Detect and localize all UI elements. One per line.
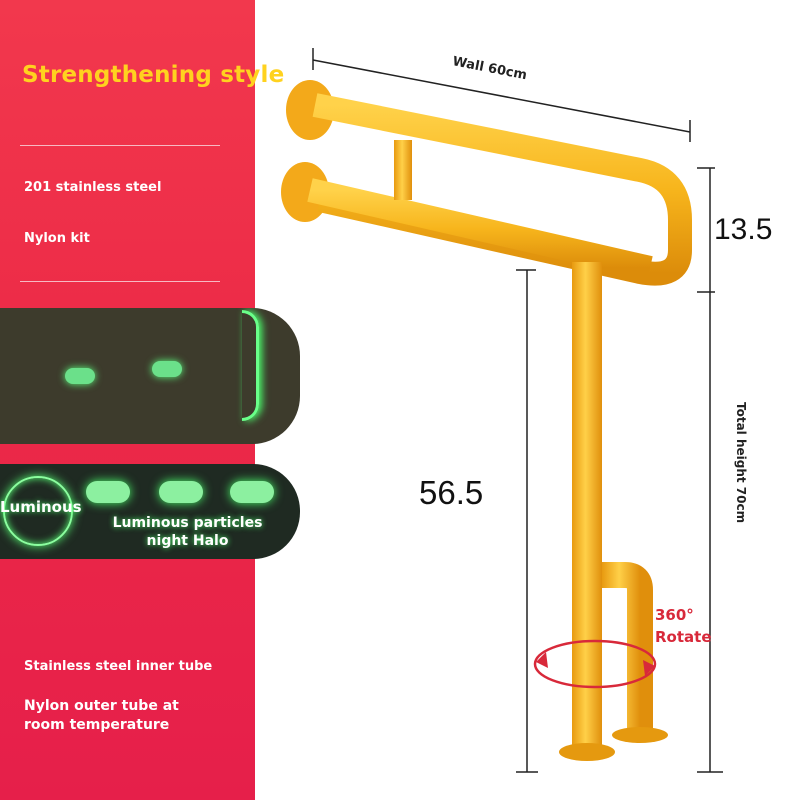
luminous-closeup-tube	[0, 308, 300, 444]
support-leg	[602, 562, 653, 735]
main-leg-foot	[559, 743, 615, 761]
outer-tube-label: Nylon outer tube at room temperature	[24, 697, 179, 735]
glow-pill	[230, 481, 274, 503]
particles-line-2: night Halo	[146, 533, 229, 549]
leg-height-value: 56.5	[419, 474, 484, 511]
glow-dot	[65, 368, 95, 384]
support-leg-foot	[612, 727, 668, 743]
wall-mount-bottom	[281, 162, 329, 222]
luminous-label: Luminous	[0, 498, 82, 516]
total-height-label: Total height 70cm	[734, 402, 748, 523]
material-nylon-label: Nylon kit	[24, 231, 90, 246]
outer-tube-line-1: Nylon outer tube at	[24, 698, 179, 714]
particles-label: Luminous particles night Halo	[100, 514, 275, 550]
luminous-circle-icon	[3, 476, 73, 546]
rotate-arrow	[533, 639, 657, 689]
glow-pill	[86, 481, 130, 503]
top-rail	[312, 93, 692, 286]
particles-line-1: Luminous particles	[112, 515, 263, 531]
wall-width-label: Wall 60cm	[451, 54, 528, 83]
divider-top	[20, 145, 220, 146]
rotate-degree-label: 360°	[655, 606, 694, 624]
panel-title: Strengthening style	[22, 62, 285, 88]
rotate-label: Rotate	[655, 628, 712, 646]
top-height-value: 13.5	[714, 213, 773, 246]
glow-pill	[159, 481, 203, 503]
outer-tube-line-2: room temperature	[24, 717, 170, 733]
inner-tube-label: Stainless steel inner tube	[24, 659, 213, 674]
rail-connector	[394, 140, 412, 200]
grab-bar-illustration: Wall 60cm Total height 70cm 360° Rotate	[281, 48, 748, 773]
main-leg	[572, 262, 602, 752]
rotate-arrowhead-left	[536, 652, 548, 668]
divider-bottom	[20, 281, 220, 282]
wall-dimension-line	[312, 59, 691, 133]
rotate-arrowhead-right	[643, 660, 655, 676]
glow-dot	[152, 361, 182, 377]
material-steel-label: 201 stainless steel	[24, 180, 162, 195]
lower-rail	[307, 178, 653, 280]
